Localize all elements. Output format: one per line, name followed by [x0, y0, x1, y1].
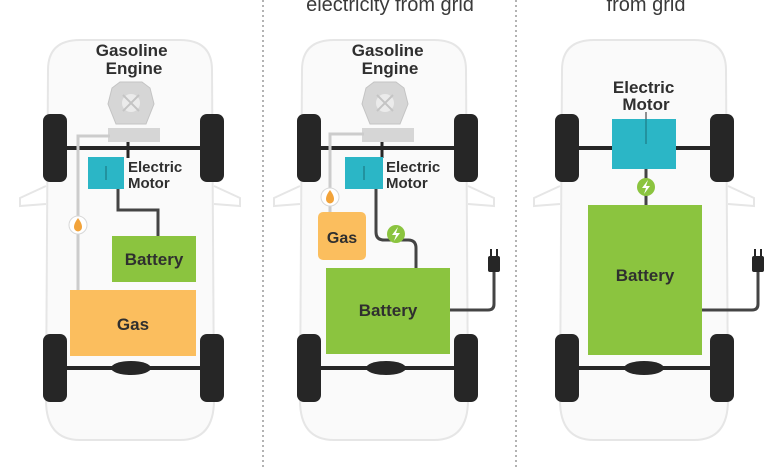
- plug-icon: [752, 249, 764, 272]
- header-middle: electricity from grid: [306, 0, 474, 16]
- motor-label: Electric Motor: [128, 159, 186, 192]
- charge-cable: [702, 272, 760, 312]
- power-wire: [116, 189, 160, 236]
- lightning-icon: [637, 178, 655, 196]
- wheel-rear-right: [200, 334, 224, 402]
- battery-label: Battery: [359, 301, 418, 320]
- engine-label: Gasoline Engine: [352, 41, 429, 78]
- wheel-rear-left: [555, 334, 579, 402]
- wheel-front-right: [200, 114, 224, 182]
- gas-drop-icon: [68, 215, 88, 235]
- wheel-rear-right: [454, 334, 478, 402]
- plug-icon: [488, 249, 500, 272]
- gas-tank: [318, 212, 366, 260]
- panel-electric: Electric Motor Battery: [533, 39, 764, 441]
- battery-label: Battery: [616, 266, 675, 285]
- car-mirror-left: [273, 185, 301, 208]
- lightning-icon: [387, 225, 405, 243]
- panel-plugin-hybrid: Gasoline Engine Electric Motor Gas Batte…: [273, 39, 500, 441]
- panel-hybrid: Gasoline Engine Electric Motor Battery G…: [19, 39, 241, 441]
- car-mirror-right: [213, 185, 241, 208]
- wheel-front-right: [454, 114, 478, 182]
- gas-tank: [70, 290, 196, 356]
- wheel-front-left: [555, 114, 579, 182]
- differential: [624, 361, 664, 375]
- header-right: from grid: [607, 0, 686, 16]
- gas-label: Gas: [117, 315, 149, 334]
- wheel-rear-left: [297, 334, 321, 402]
- engine-icon: [107, 81, 160, 142]
- wheel-front-left: [43, 114, 67, 182]
- car-mirror-right: [727, 185, 755, 208]
- battery: [326, 268, 450, 354]
- wheel-rear-right: [710, 334, 734, 402]
- differential: [366, 361, 406, 375]
- motor-label: Electric Motor: [386, 159, 444, 192]
- battery: [588, 205, 702, 355]
- wheel-rear-left: [43, 334, 67, 402]
- gas-label: Gas: [327, 230, 357, 247]
- engine-icon: [361, 81, 414, 142]
- wheel-front-left: [297, 114, 321, 182]
- car-mirror-right: [467, 185, 495, 208]
- charge-cable: [450, 272, 496, 312]
- battery: [112, 236, 196, 282]
- engine-label: Gasoline Engine: [96, 41, 173, 78]
- wheel-front-right: [710, 114, 734, 182]
- car-mirror-left: [533, 185, 561, 208]
- differential: [111, 361, 151, 375]
- gas-drop-icon: [320, 187, 340, 207]
- battery-label: Battery: [125, 250, 184, 269]
- car-mirror-left: [19, 185, 47, 208]
- motor-label: Electric Motor: [613, 78, 679, 114]
- fuel-line: [328, 132, 364, 212]
- electric-motor: [612, 119, 676, 169]
- fuel-line: [76, 134, 110, 292]
